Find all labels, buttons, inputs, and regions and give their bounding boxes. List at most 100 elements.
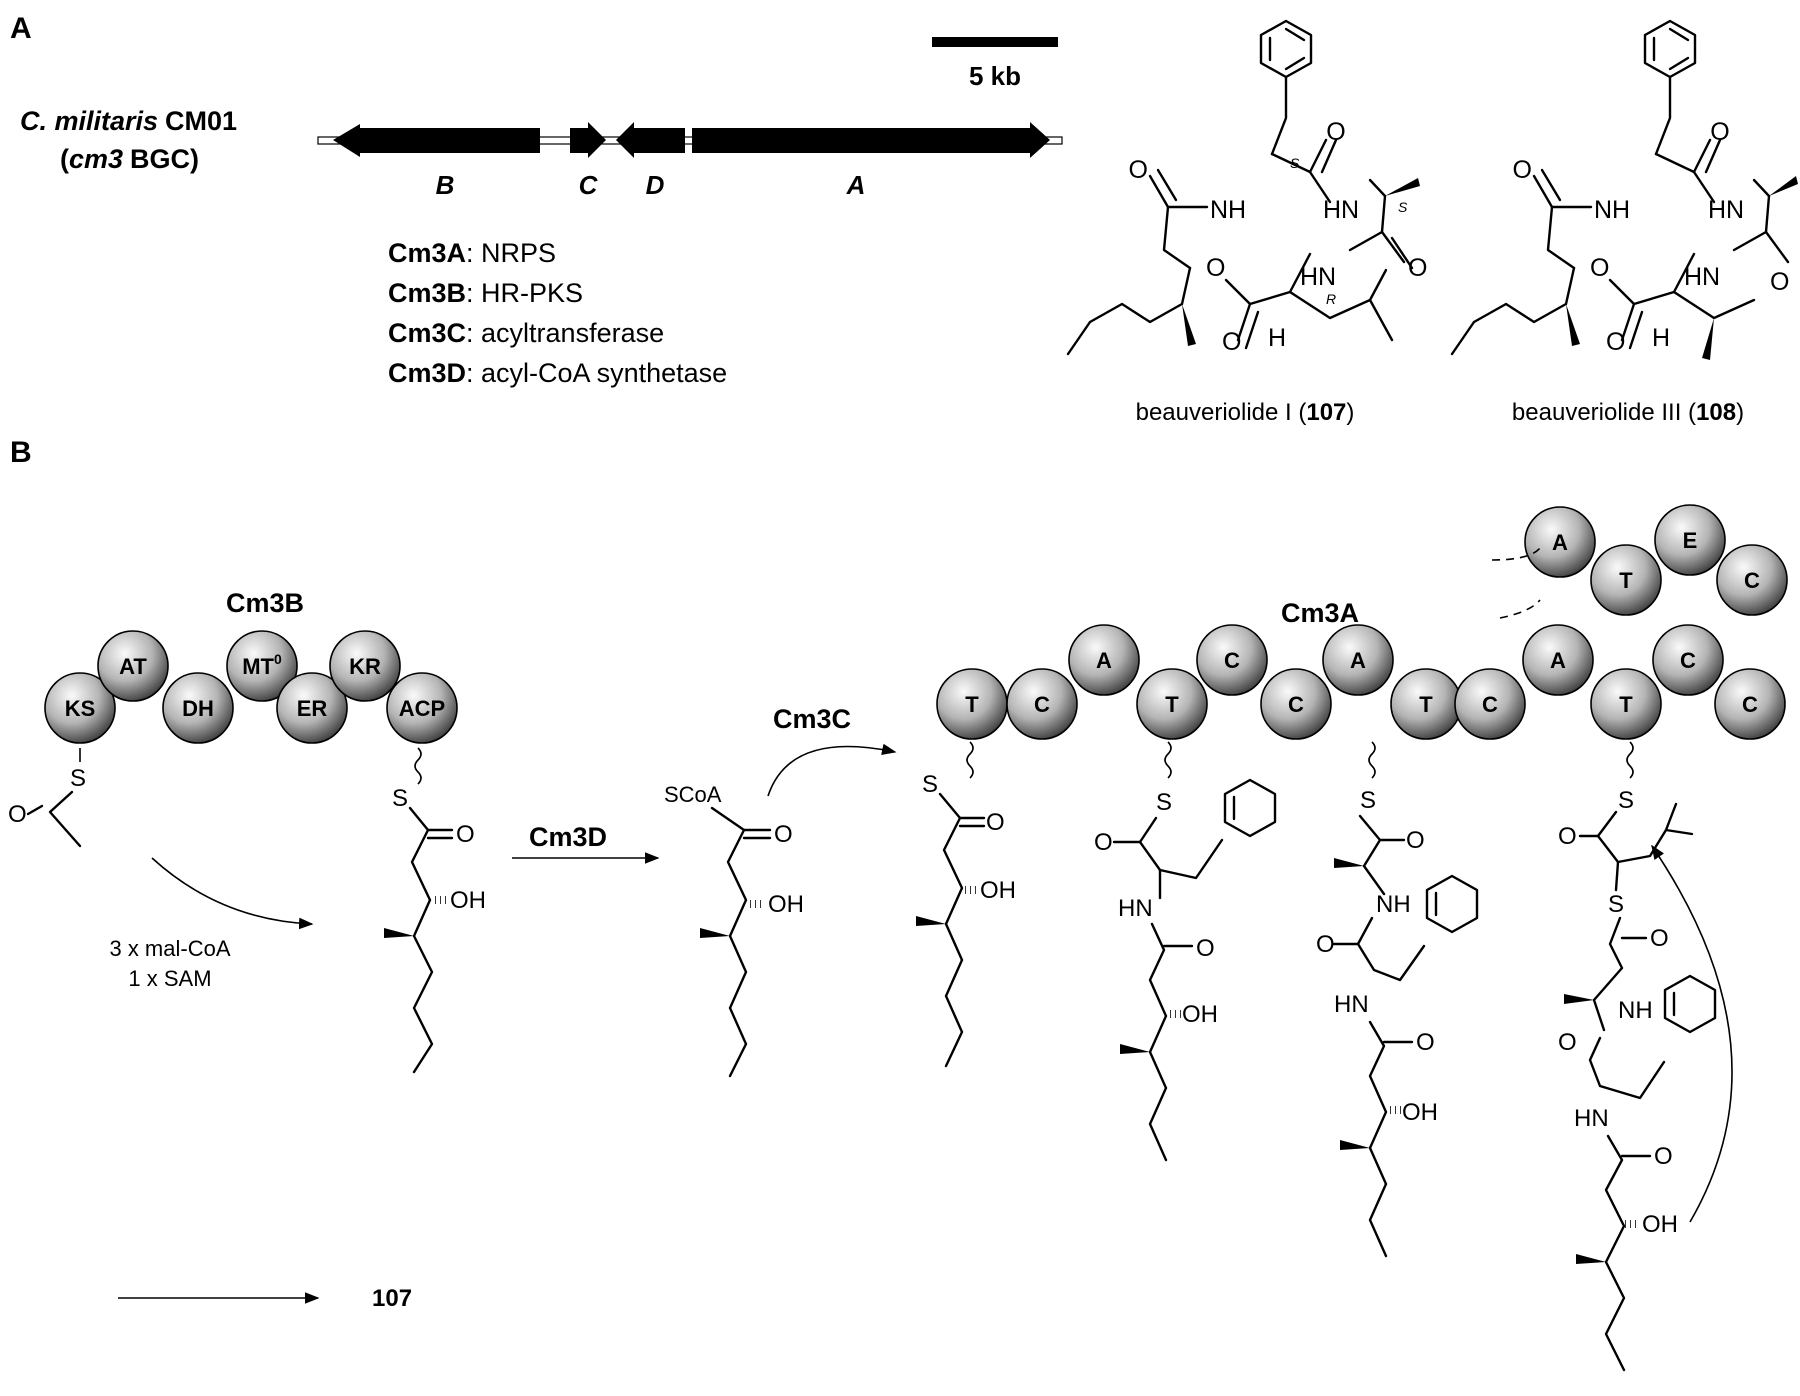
svg-text:O: O [1590, 254, 1609, 282]
svg-text:NH: NH [1210, 196, 1246, 224]
svg-text:C: C [1742, 692, 1758, 717]
enzyme-cm3d: Cm3D: acyl-CoA synthetase [388, 358, 727, 388]
svg-text:C: C [1034, 692, 1050, 717]
svg-text:NH: NH [1618, 997, 1653, 1024]
svg-text:A: A [1550, 648, 1566, 673]
svg-text:OH: OH [980, 877, 1016, 904]
svg-text:O: O [1513, 156, 1532, 184]
svg-text:OH: OH [1182, 1001, 1218, 1028]
svg-text:S: S [922, 771, 938, 798]
svg-text:O: O [1326, 118, 1345, 146]
reagent-malonyl: 3 x mal-CoA [109, 936, 230, 961]
structure-beauveriolide-i: O HN NH O O O H HN O S S R [1066, 19, 1427, 356]
svg-text:OH: OH [450, 887, 486, 914]
nrps-domain-t-1: T [936, 668, 1008, 740]
svg-text:O: O [986, 809, 1005, 836]
enzyme-cm3c: Cm3C: acyltransferase [388, 318, 664, 348]
backbone-line [317, 136, 1063, 145]
svg-text:OH: OH [1402, 1099, 1438, 1126]
svg-text:O: O [1770, 268, 1789, 296]
pks-domain-er: ER [276, 672, 348, 744]
svg-text:HN: HN [1300, 263, 1336, 291]
acp-bound-intermediate: S O OH [384, 747, 486, 1074]
nrps-domain-c-12: C [1652, 624, 1724, 696]
nrps-domain-t-4: T [1136, 668, 1208, 740]
svg-text:T: T [965, 692, 979, 717]
svg-text:T: T [1419, 692, 1433, 717]
nrps-domain-t-8: T [1390, 668, 1462, 740]
gene-arrow-a [692, 122, 1050, 158]
nrps-domain-a-3: A [1068, 624, 1140, 696]
svg-text:HN: HN [1334, 991, 1369, 1018]
svg-text:A: A [1096, 648, 1112, 673]
enzyme-cm3b: Cm3B: HR-PKS [388, 278, 583, 308]
svg-text:A: A [1350, 648, 1366, 673]
svg-text:DH: DH [182, 696, 214, 721]
enzyme-cm3a: Cm3A: NRPS [388, 238, 556, 268]
svg-text:T: T [1165, 692, 1179, 717]
svg-text:H: H [1652, 324, 1670, 352]
cm3c-arrow [767, 743, 897, 797]
svg-text:S: S [1398, 199, 1408, 215]
nrps-domain-a-10: A [1522, 624, 1594, 696]
cm3c-label: Cm3C [773, 704, 851, 734]
svg-text:O: O [1650, 925, 1669, 952]
svg-text:A: A [1552, 530, 1568, 555]
gene-label-c: C [579, 170, 599, 200]
panel-b-label: B [10, 436, 32, 469]
compound-label-108: beauveriolide III (108) [1512, 399, 1744, 426]
svg-text:O: O [1196, 935, 1215, 962]
panel-a-label: A [10, 12, 32, 45]
svg-text:NH: NH [1594, 196, 1630, 224]
svg-text:E: E [1683, 528, 1698, 553]
gene-label-a: A [846, 170, 866, 200]
svg-text:O: O [1558, 823, 1577, 850]
svg-text:O: O [1316, 931, 1335, 958]
svg-text:O: O [1416, 1029, 1435, 1056]
svg-text:S: S [1618, 787, 1634, 814]
svg-text:S: S [70, 765, 86, 792]
svg-text:O: O [1206, 254, 1225, 282]
svg-text:C: C [1224, 648, 1240, 673]
t3-bound-acyl-phe-ala: S O NH O HN O OH [1316, 741, 1479, 1258]
scale-bar-label: 5 kb [969, 61, 1021, 91]
svg-text:H: H [1268, 324, 1286, 352]
nrps-domain-c-9: C [1454, 668, 1526, 740]
svg-text:ER: ER [297, 696, 328, 721]
gene-label-d: D [646, 170, 665, 200]
svg-text:R: R [1326, 291, 1336, 307]
t4-bound-tetrapeptidyl: S O S O NH O HN O OH [1558, 741, 1733, 1372]
pks-name: Cm3B [226, 588, 304, 618]
svg-text:O: O [456, 821, 475, 848]
nrps-domain-c-13: C [1714, 668, 1786, 740]
svg-text:AT: AT [119, 654, 147, 679]
nrps-domain-c-2: C [1006, 668, 1078, 740]
svg-text:HN: HN [1708, 196, 1744, 224]
gene-label-b: B [436, 170, 455, 200]
svg-text:S: S [1608, 891, 1624, 918]
reagent-sam: 1 x SAM [128, 966, 211, 991]
svg-text:T: T [1619, 568, 1633, 593]
svg-text:HN: HN [1574, 1105, 1609, 1132]
svg-text:KR: KR [349, 654, 381, 679]
t2-bound-acyl-phe: S O HN O OH [1094, 741, 1277, 1162]
structure-beauveriolide-iii: O HN NH O O O H HN O [1450, 19, 1798, 360]
nrps-domain-a-7: A [1322, 624, 1394, 696]
pks-domain-kr: KR [329, 630, 401, 702]
gene-cluster-map [317, 122, 1063, 158]
svg-text:OH: OH [1642, 1211, 1678, 1238]
pks-domain-ks: KS [44, 672, 116, 744]
svg-text:O: O [1406, 827, 1425, 854]
pks-domain-acp: ACP [386, 672, 458, 744]
svg-text:KS: KS [65, 696, 96, 721]
svg-text:S: S [392, 785, 408, 812]
gene-arrow-c [570, 122, 606, 158]
cm3d-label: Cm3D [529, 822, 607, 852]
svg-text:S: S [1360, 787, 1376, 814]
pks-domain-dh: DH [162, 672, 234, 744]
svg-text:HN: HN [1118, 895, 1153, 922]
svg-text:O: O [8, 801, 27, 828]
